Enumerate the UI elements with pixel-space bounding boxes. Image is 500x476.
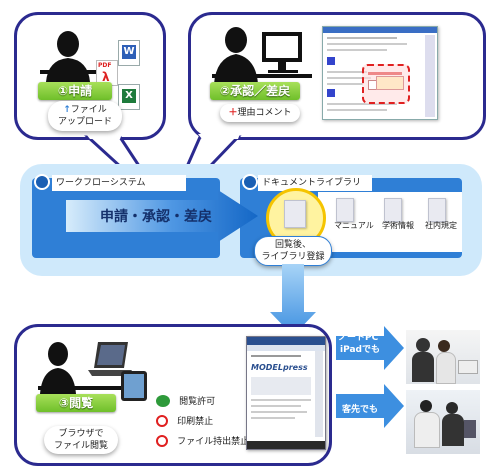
library-dot-icon <box>242 174 258 190</box>
permission-print-label: 印刷禁止 <box>177 417 214 427</box>
manual-document-icon <box>336 198 354 222</box>
up-arrow-icon: ↑ <box>63 105 71 115</box>
person-viewer-icon <box>38 342 136 394</box>
plus-icon: ＋ <box>228 108 238 118</box>
excel-file-icon: X <box>118 84 140 110</box>
photo-client <box>406 390 480 454</box>
device-label-1b: iPadでも <box>340 345 380 355</box>
upload-note: ↑ファイル アップロード <box>48 101 122 131</box>
browser-view-note: ブラウザで ファイル閲覧 <box>44 426 118 454</box>
no-print-icon <box>156 414 168 427</box>
tablet-icon <box>121 371 147 401</box>
register-note-line2: ライブラリ登録 <box>261 252 325 262</box>
glasses-icon <box>156 394 170 407</box>
permission-view-label: 閲覧許可 <box>179 397 216 407</box>
library-title: ドキュメントライブラリ <box>258 175 372 191</box>
person-approver-icon <box>212 27 312 84</box>
permission-print: 印刷禁止 <box>156 410 266 427</box>
upload-note-line2: アップロード <box>57 117 112 127</box>
photo-meeting <box>406 330 480 384</box>
policy-document-icon <box>428 198 446 222</box>
register-note-line1: 回覧後、 <box>274 240 311 250</box>
device-label-1a: ノートPC <box>338 333 379 343</box>
viewer-window: MODELpress <box>246 336 326 450</box>
category-academic: 学術情報 <box>382 221 414 230</box>
person-applicant-icon <box>40 31 96 82</box>
no-carry-icon <box>156 434 168 447</box>
registered-document-icon <box>284 200 306 228</box>
viewer-brand: MODELpress <box>251 363 308 372</box>
step3-label: ③閲覧 <box>36 394 116 412</box>
workflow-dot-icon <box>34 174 50 190</box>
permission-carry-label: ファイル持出禁止 <box>177 437 250 447</box>
review-comment-box <box>376 76 404 90</box>
pdf-file-icon: PDF λ <box>96 60 118 86</box>
flow-text: 申請・承認・差戻 <box>100 209 212 225</box>
academic-document-icon <box>384 198 402 222</box>
step1-label: ①申請 <box>38 82 112 100</box>
step2-label: ②承認／差戻 <box>210 82 300 100</box>
category-manual: マニュアル <box>334 221 374 230</box>
upload-note-line1: ファイル <box>70 105 107 115</box>
comment-note-text: 理由コメント <box>237 108 292 118</box>
permission-carry: ファイル持出禁止 <box>156 430 276 447</box>
workflow-title: ワークフローシステム <box>52 175 186 191</box>
browser-view-line1: ブラウザで <box>58 429 104 439</box>
device-label-2: 客先でも <box>342 405 379 415</box>
permission-view: 閲覧許可 <box>156 390 266 407</box>
word-file-icon: W <box>118 40 140 66</box>
category-policy: 社内規定 <box>425 221 457 230</box>
browser-view-line2: ファイル閲覧 <box>53 441 108 451</box>
comment-note: ＋理由コメント <box>220 104 300 122</box>
